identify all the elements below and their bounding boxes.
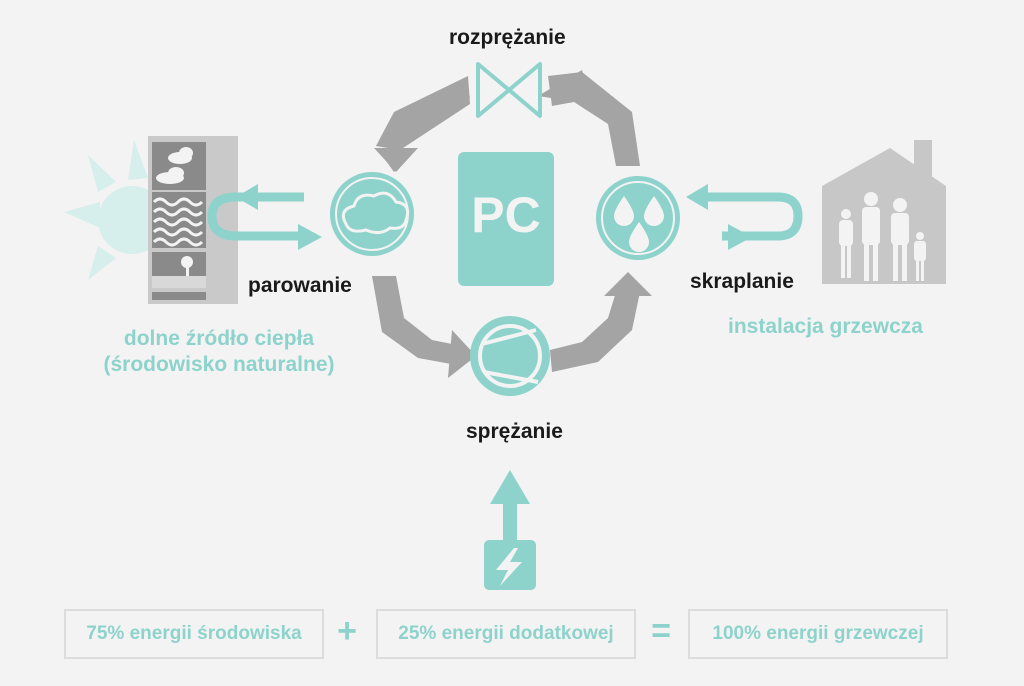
drops-circle-icon <box>596 176 680 260</box>
plus-sign: + <box>337 612 357 650</box>
environment-panel <box>148 136 238 304</box>
label-heat-source-line2: (środowisko naturalne) <box>103 353 335 376</box>
cloud-icon <box>156 147 193 184</box>
equation-box-environment: 75% energii środowiska <box>64 609 324 659</box>
source-loop-arrows <box>207 184 322 250</box>
label-expansion: rozprężanie <box>449 26 566 49</box>
power-arrow <box>490 470 530 542</box>
waves-icon <box>152 197 204 247</box>
lightning-icon <box>484 540 536 590</box>
equals-sign: = <box>651 612 671 650</box>
family-icon <box>839 192 926 281</box>
label-heat-source-line1: dolne źródło ciepła <box>123 327 315 350</box>
label-compression: sprężanie <box>466 420 563 443</box>
tree-icon <box>152 256 206 288</box>
heating-loop-arrows <box>686 184 803 250</box>
house-icon <box>822 140 946 284</box>
label-condensation: skraplanie <box>690 270 794 293</box>
cycle-arrows <box>372 70 652 378</box>
cloud-circle-icon <box>330 172 414 256</box>
pc-label: PC <box>471 187 541 243</box>
pc-box <box>458 152 554 286</box>
equation-box-additional: 25% energii dodatkowej <box>376 609 636 659</box>
compressor-icon <box>470 316 550 396</box>
label-heating-installation: instalacja grzewcza <box>728 315 923 338</box>
equation-box-total: 100% energii grzewczej <box>688 609 948 659</box>
label-heat-source: dolne źródło ciepła (środowisko naturaln… <box>96 326 342 378</box>
valve-icon <box>476 62 542 118</box>
label-evaporation: parowanie <box>248 274 352 297</box>
